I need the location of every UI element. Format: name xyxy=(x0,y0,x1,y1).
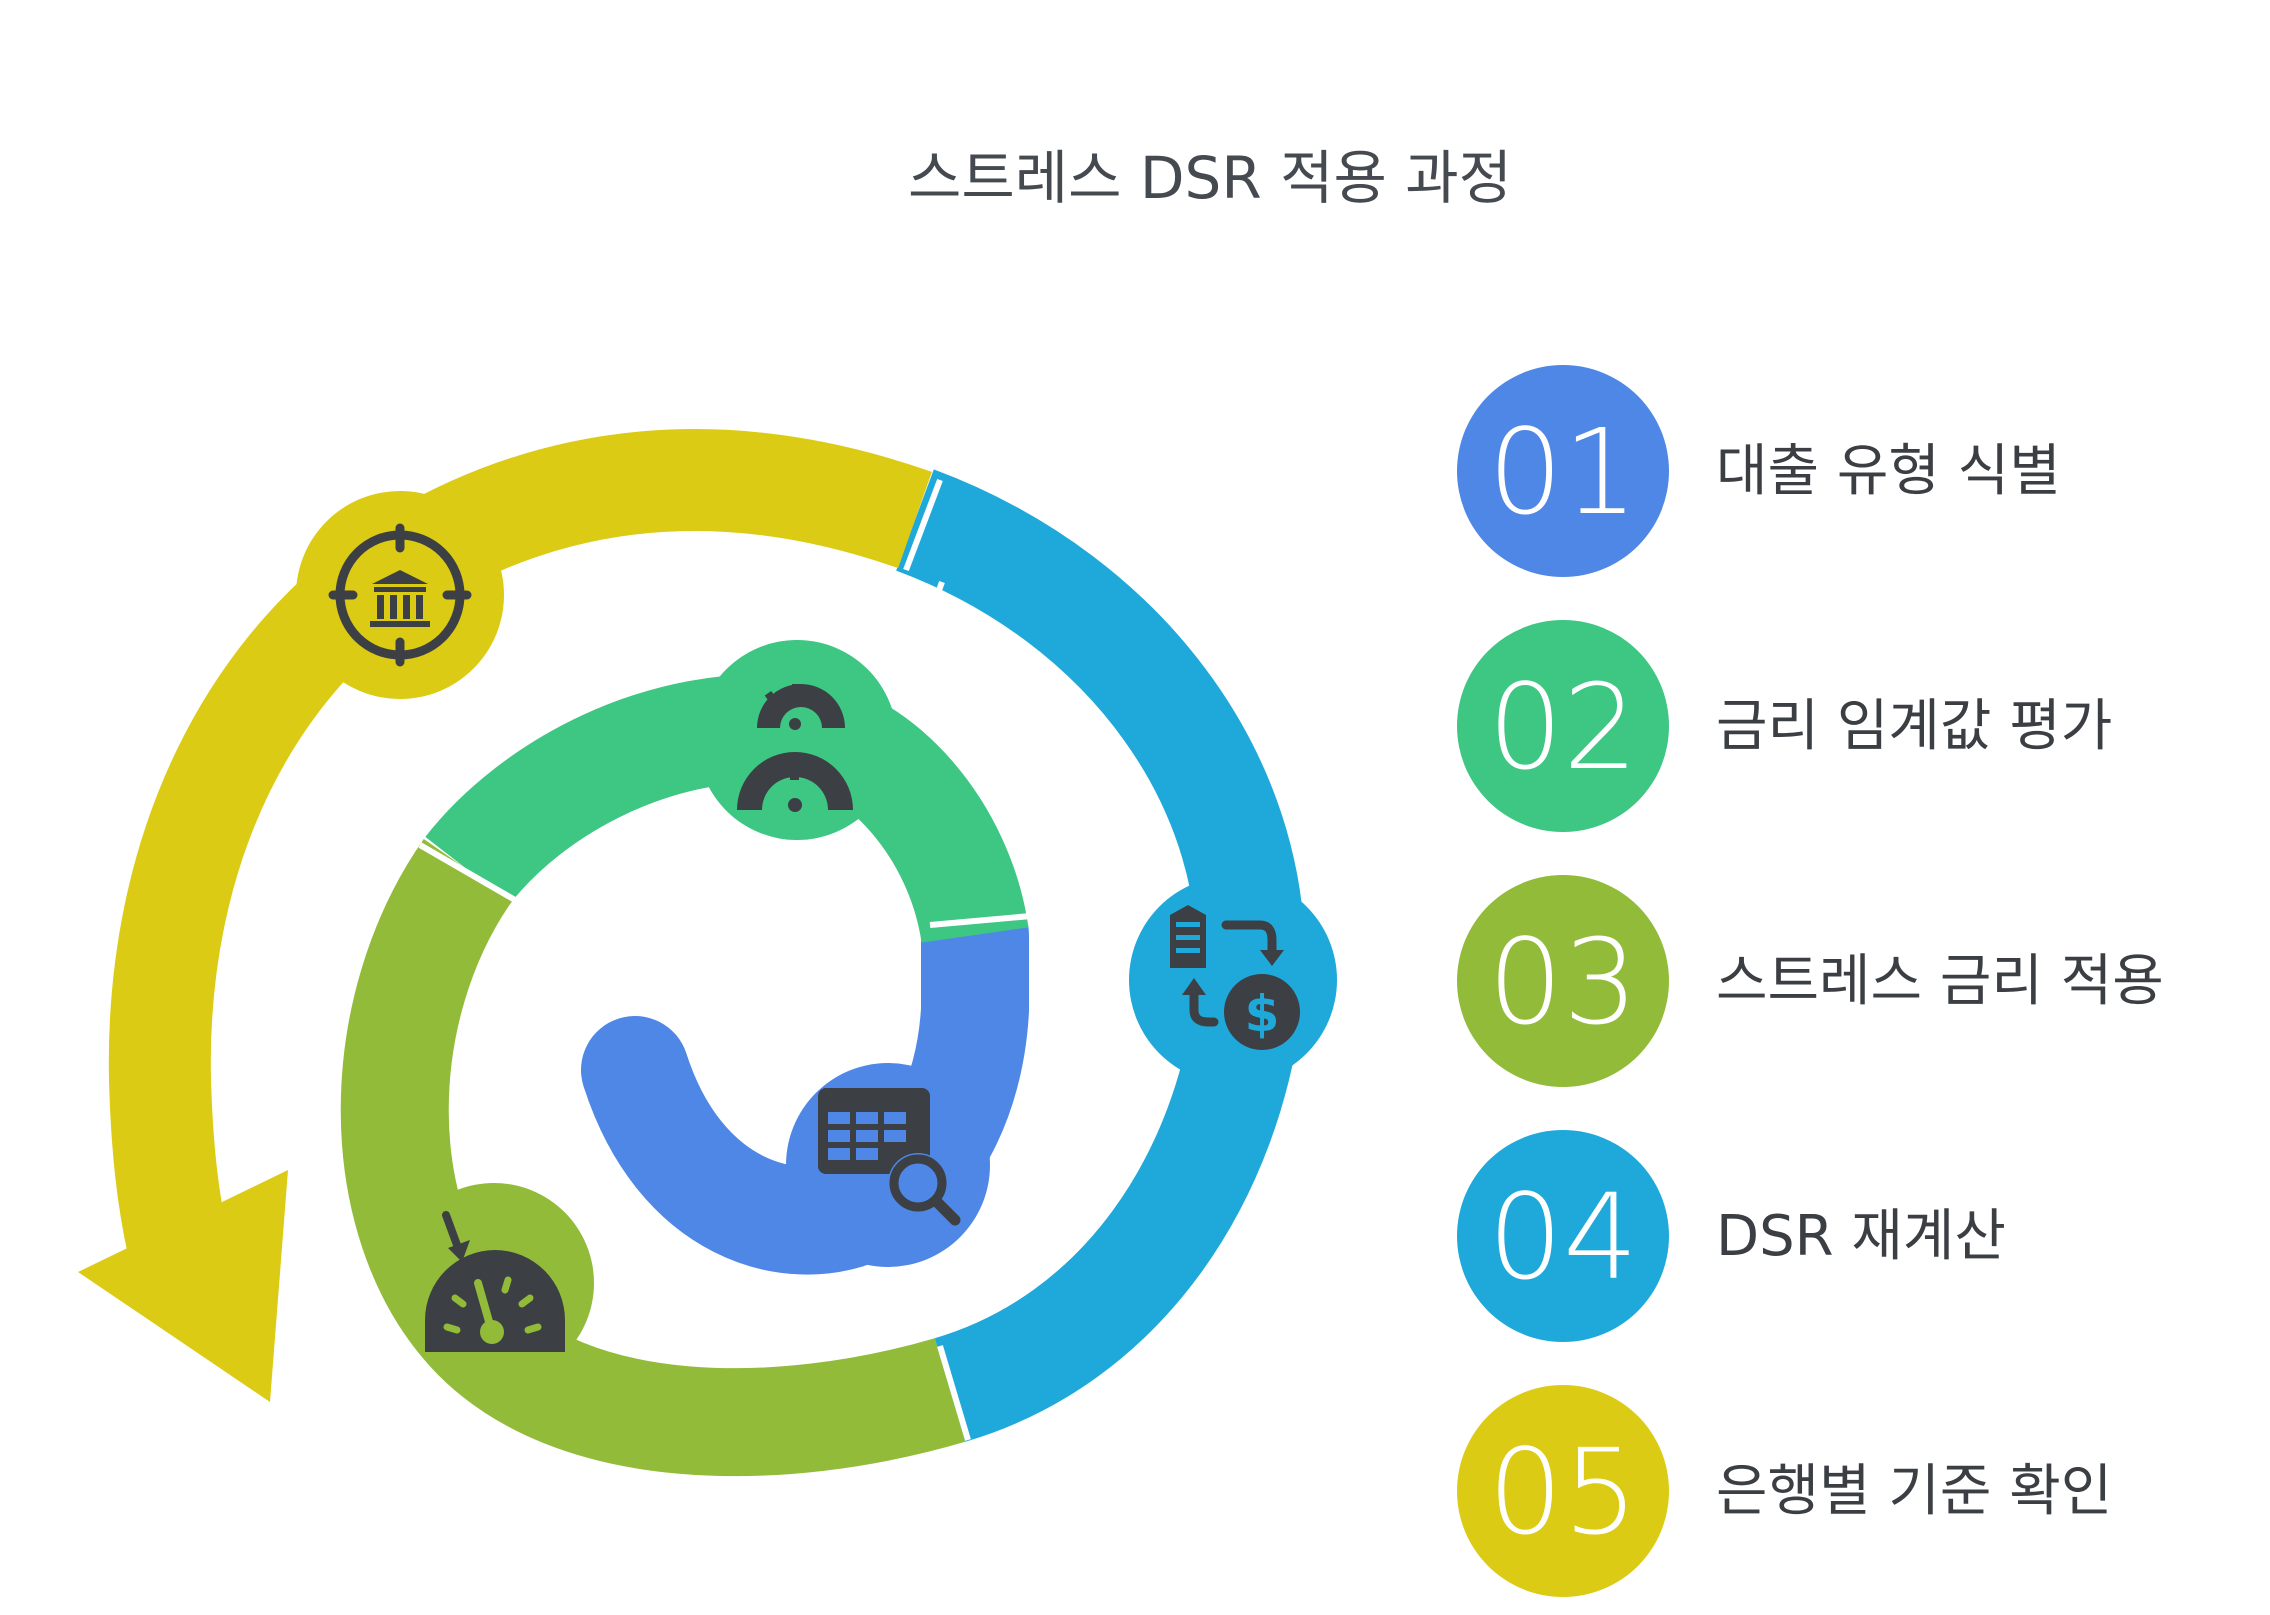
legend-item: 03 스트레스 금리 적용 xyxy=(1457,875,2164,1087)
page-title: 스트레스 DSR 적용 과정 xyxy=(908,144,1512,212)
currency-exchange-icon: $ xyxy=(1170,905,1300,1050)
spiral-segment-5 xyxy=(108,429,932,1257)
step-number: 01 xyxy=(1488,403,1638,541)
step-label: 대출 유형 식별 xyxy=(1716,439,2061,504)
svg-text:$: $ xyxy=(1245,985,1280,1043)
legend: 01 대출 유형 식별 02 금리 임계값 평가 03 스트레스 금리 적용 0… xyxy=(1457,365,2164,1597)
bank-target-icon xyxy=(328,523,472,667)
step-label: 스트레스 금리 적용 xyxy=(1716,949,2164,1014)
legend-item: 04 DSR 재계산 xyxy=(1457,1130,2006,1342)
badge-step-4: $ xyxy=(1129,876,1337,1084)
gauge-icon xyxy=(425,1211,565,1352)
step-number-circle xyxy=(1457,875,1669,1087)
speedometer-pair-icon xyxy=(737,684,853,812)
spiral xyxy=(78,429,1306,1477)
badge-step-2 xyxy=(697,640,897,840)
step-number-circle xyxy=(1457,1385,1669,1597)
badge-step-1 xyxy=(786,1063,990,1267)
step-label: 은행별 기준 확인 xyxy=(1716,1459,2112,1524)
badge-step-5 xyxy=(296,491,504,699)
step-number: 05 xyxy=(1488,1423,1638,1561)
step-label: 금리 임계값 평가 xyxy=(1716,694,2112,759)
legend-item: 05 은행별 기준 확인 xyxy=(1457,1385,2112,1597)
step-number-circle xyxy=(1457,365,1669,577)
step-number-circle xyxy=(1457,620,1669,832)
badge-step-3 xyxy=(394,1183,594,1383)
step-number: 03 xyxy=(1488,913,1638,1051)
step-number: 04 xyxy=(1488,1168,1638,1306)
spiral-arrowhead xyxy=(78,1170,288,1402)
step-label: DSR 재계산 xyxy=(1716,1204,2006,1269)
step-number: 02 xyxy=(1488,658,1638,796)
step-number-circle xyxy=(1457,1130,1669,1342)
spreadsheet-search-icon xyxy=(818,1088,961,1226)
legend-item: 01 대출 유형 식별 xyxy=(1457,365,2061,577)
legend-item: 02 금리 임계값 평가 xyxy=(1457,620,2112,832)
